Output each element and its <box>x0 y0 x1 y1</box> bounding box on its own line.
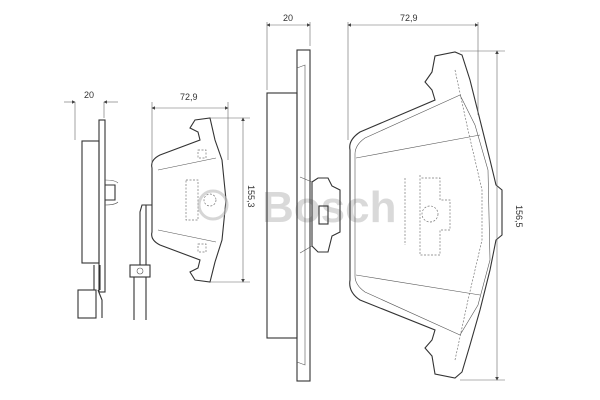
small-width-label: 72,9 <box>180 92 198 102</box>
large-width-dimension: 72,9 <box>347 13 479 140</box>
large-width-label: 72,9 <box>400 13 418 23</box>
large-height-label: 156,5 <box>514 205 524 228</box>
small-thickness-label: 20 <box>84 90 94 100</box>
small-height-label: 155,3 <box>246 185 256 208</box>
small-height-dimension: 155,3 <box>210 117 256 283</box>
large-thickness-dimension: 20 <box>266 13 311 90</box>
large-height-dimension: 156,5 <box>460 50 524 381</box>
large-pad-front-view <box>349 51 503 379</box>
small-width-dimension: 72,9 <box>151 92 229 165</box>
bosch-watermark: Bosch <box>197 183 396 232</box>
small-pad-side-view <box>77 119 119 319</box>
watermark-text: Bosch <box>262 183 396 232</box>
large-pad-side-view <box>266 49 341 382</box>
small-pad-front-view <box>129 117 227 320</box>
small-thickness-dimension: 20 <box>64 90 118 140</box>
large-thickness-label: 20 <box>283 13 293 23</box>
